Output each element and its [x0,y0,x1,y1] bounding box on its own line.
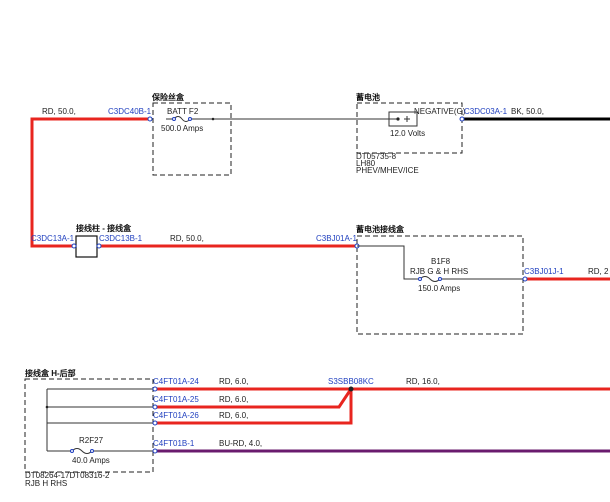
battery-terminal-icon [396,117,400,121]
wire-label-rd-6-b: RD, 6.0, [219,395,248,404]
wire-label-bk-50: BK, 50.0, [511,107,544,116]
battery-ref2: LH80 [356,159,376,168]
wire-rd-6-25[interactable] [155,388,353,409]
fuse-b1f8-desc: RJB G & H RHS [410,267,468,276]
wire-label-bu-rd-4: BU-RD, 4.0, [219,439,262,448]
fuse-box-title: 保险丝盒 [151,92,185,102]
wire-label-rd-2: RD, 2 [588,267,609,276]
fuse-b1f8-node-right [438,277,442,281]
wire-rd-50-main[interactable] [30,117,150,248]
fuse-r2f27-icon [71,448,153,454]
battery-box [356,102,463,154]
battery-junction-title: 蓄电池接线盒 [356,224,405,234]
connector-c3bj01a-1[interactable]: C3BJ01A-1 [316,234,357,243]
connector-c3dc40b-1-pin[interactable] [147,116,153,122]
wire-label-rd-50-top: RD, 50.0, [42,107,76,116]
rear-bus-dot [45,405,49,409]
connector-c3dc13a-1-pin[interactable] [71,243,77,249]
connector-c3dc13b-1-pin[interactable] [96,243,102,249]
connector-c4ft01a-24-pin[interactable] [152,386,158,392]
connector-c3dc13b-1[interactable]: C3DC13B-1 [99,234,143,243]
connector-c4ft01a-24[interactable]: C4FT01A-24 [153,377,199,386]
fuse-b1f8-rating: 150.0 Amps [418,284,460,293]
wire-rd-6-26[interactable] [155,389,353,425]
connector-c4ft01a-25-pin[interactable] [152,404,158,410]
wire-label-rd-50-mid: RD, 50.0, [170,234,204,243]
battery-symbol [388,111,418,127]
connector-c4ft01b-1-pin[interactable] [152,448,158,454]
rear-box-bus [46,388,153,452]
splice-s3sbb08kc-dot[interactable] [348,386,354,392]
connector-c3bj01j-1[interactable]: C3BJ01J-1 [524,267,564,276]
battery-title: 蓄电池 [356,92,380,102]
splice-s3sbb08kc[interactable]: S3SBB08KC [328,377,374,386]
fuse-output-dot [211,117,215,121]
connector-c4ft01a-25[interactable]: C4FT01A-25 [153,395,199,404]
fuse-r2f27-node-right [90,449,94,453]
rear-box-title: 接线盒 H-后部 [25,368,76,378]
connector-c3dc40b-1[interactable]: C3DC40B-1 [108,107,152,116]
fuse-r2f27-rating: 40.0 Amps [72,456,110,465]
wire-label-rd-6-a: RD, 6.0, [219,377,248,386]
fuse-r2f27-label: R2F27 [79,436,104,445]
connector-c3bj01j-1-pin[interactable] [522,276,528,282]
battery-terminal-label: NEGATIVE(G) [414,107,466,116]
rear-box [24,378,154,473]
connector-c4ft01b-1[interactable]: C4FT01B-1 [153,439,195,448]
connector-c3dc03a-1[interactable]: C3DC03A-1 [464,107,508,116]
battery-junction-box [356,235,524,335]
battery-voltage: 12.0 Volts [390,129,425,138]
fuse-batt-f2-label: BATT F2 [167,107,199,116]
fuse-b1f8-icon [419,276,525,282]
battery-variant: PHEV/MHEV/ICE [356,166,419,175]
fuse-r2f27-node-left [70,449,74,453]
battery-polarity-icon [404,116,410,122]
wire-label-rd-16: RD, 16.0, [406,377,440,386]
battery-ref: DT05735-8 [356,152,397,161]
fuse-b1f8-label: B1F8 [431,257,451,266]
connector-c4ft01a-26[interactable]: C4FT01A-26 [153,411,199,420]
connector-c4ft01a-26-pin[interactable] [152,420,158,426]
connector-c3dc03a-1-pin[interactable] [459,116,465,122]
rear-box-ref2: RJB H RHS [25,479,67,488]
fuse-batt-f2-rating: 500.0 Amps [161,124,203,133]
junction-internal-wire [357,245,420,280]
fuse-node-left [172,117,176,121]
rear-box-ref: DT08264-17DT08316-2 [25,471,110,480]
connector-c3dc13a-1[interactable]: C3DC13A-1 [31,234,75,243]
fuse-box [152,102,232,176]
fuse-b1f8-node-left [418,277,422,281]
terminal-post-box[interactable] [75,235,98,258]
terminal-post-title: 接线柱 - 接线盒 [76,223,132,233]
fuse-node-right [188,117,192,121]
wire-label-rd-6-c: RD, 6.0, [219,411,248,420]
